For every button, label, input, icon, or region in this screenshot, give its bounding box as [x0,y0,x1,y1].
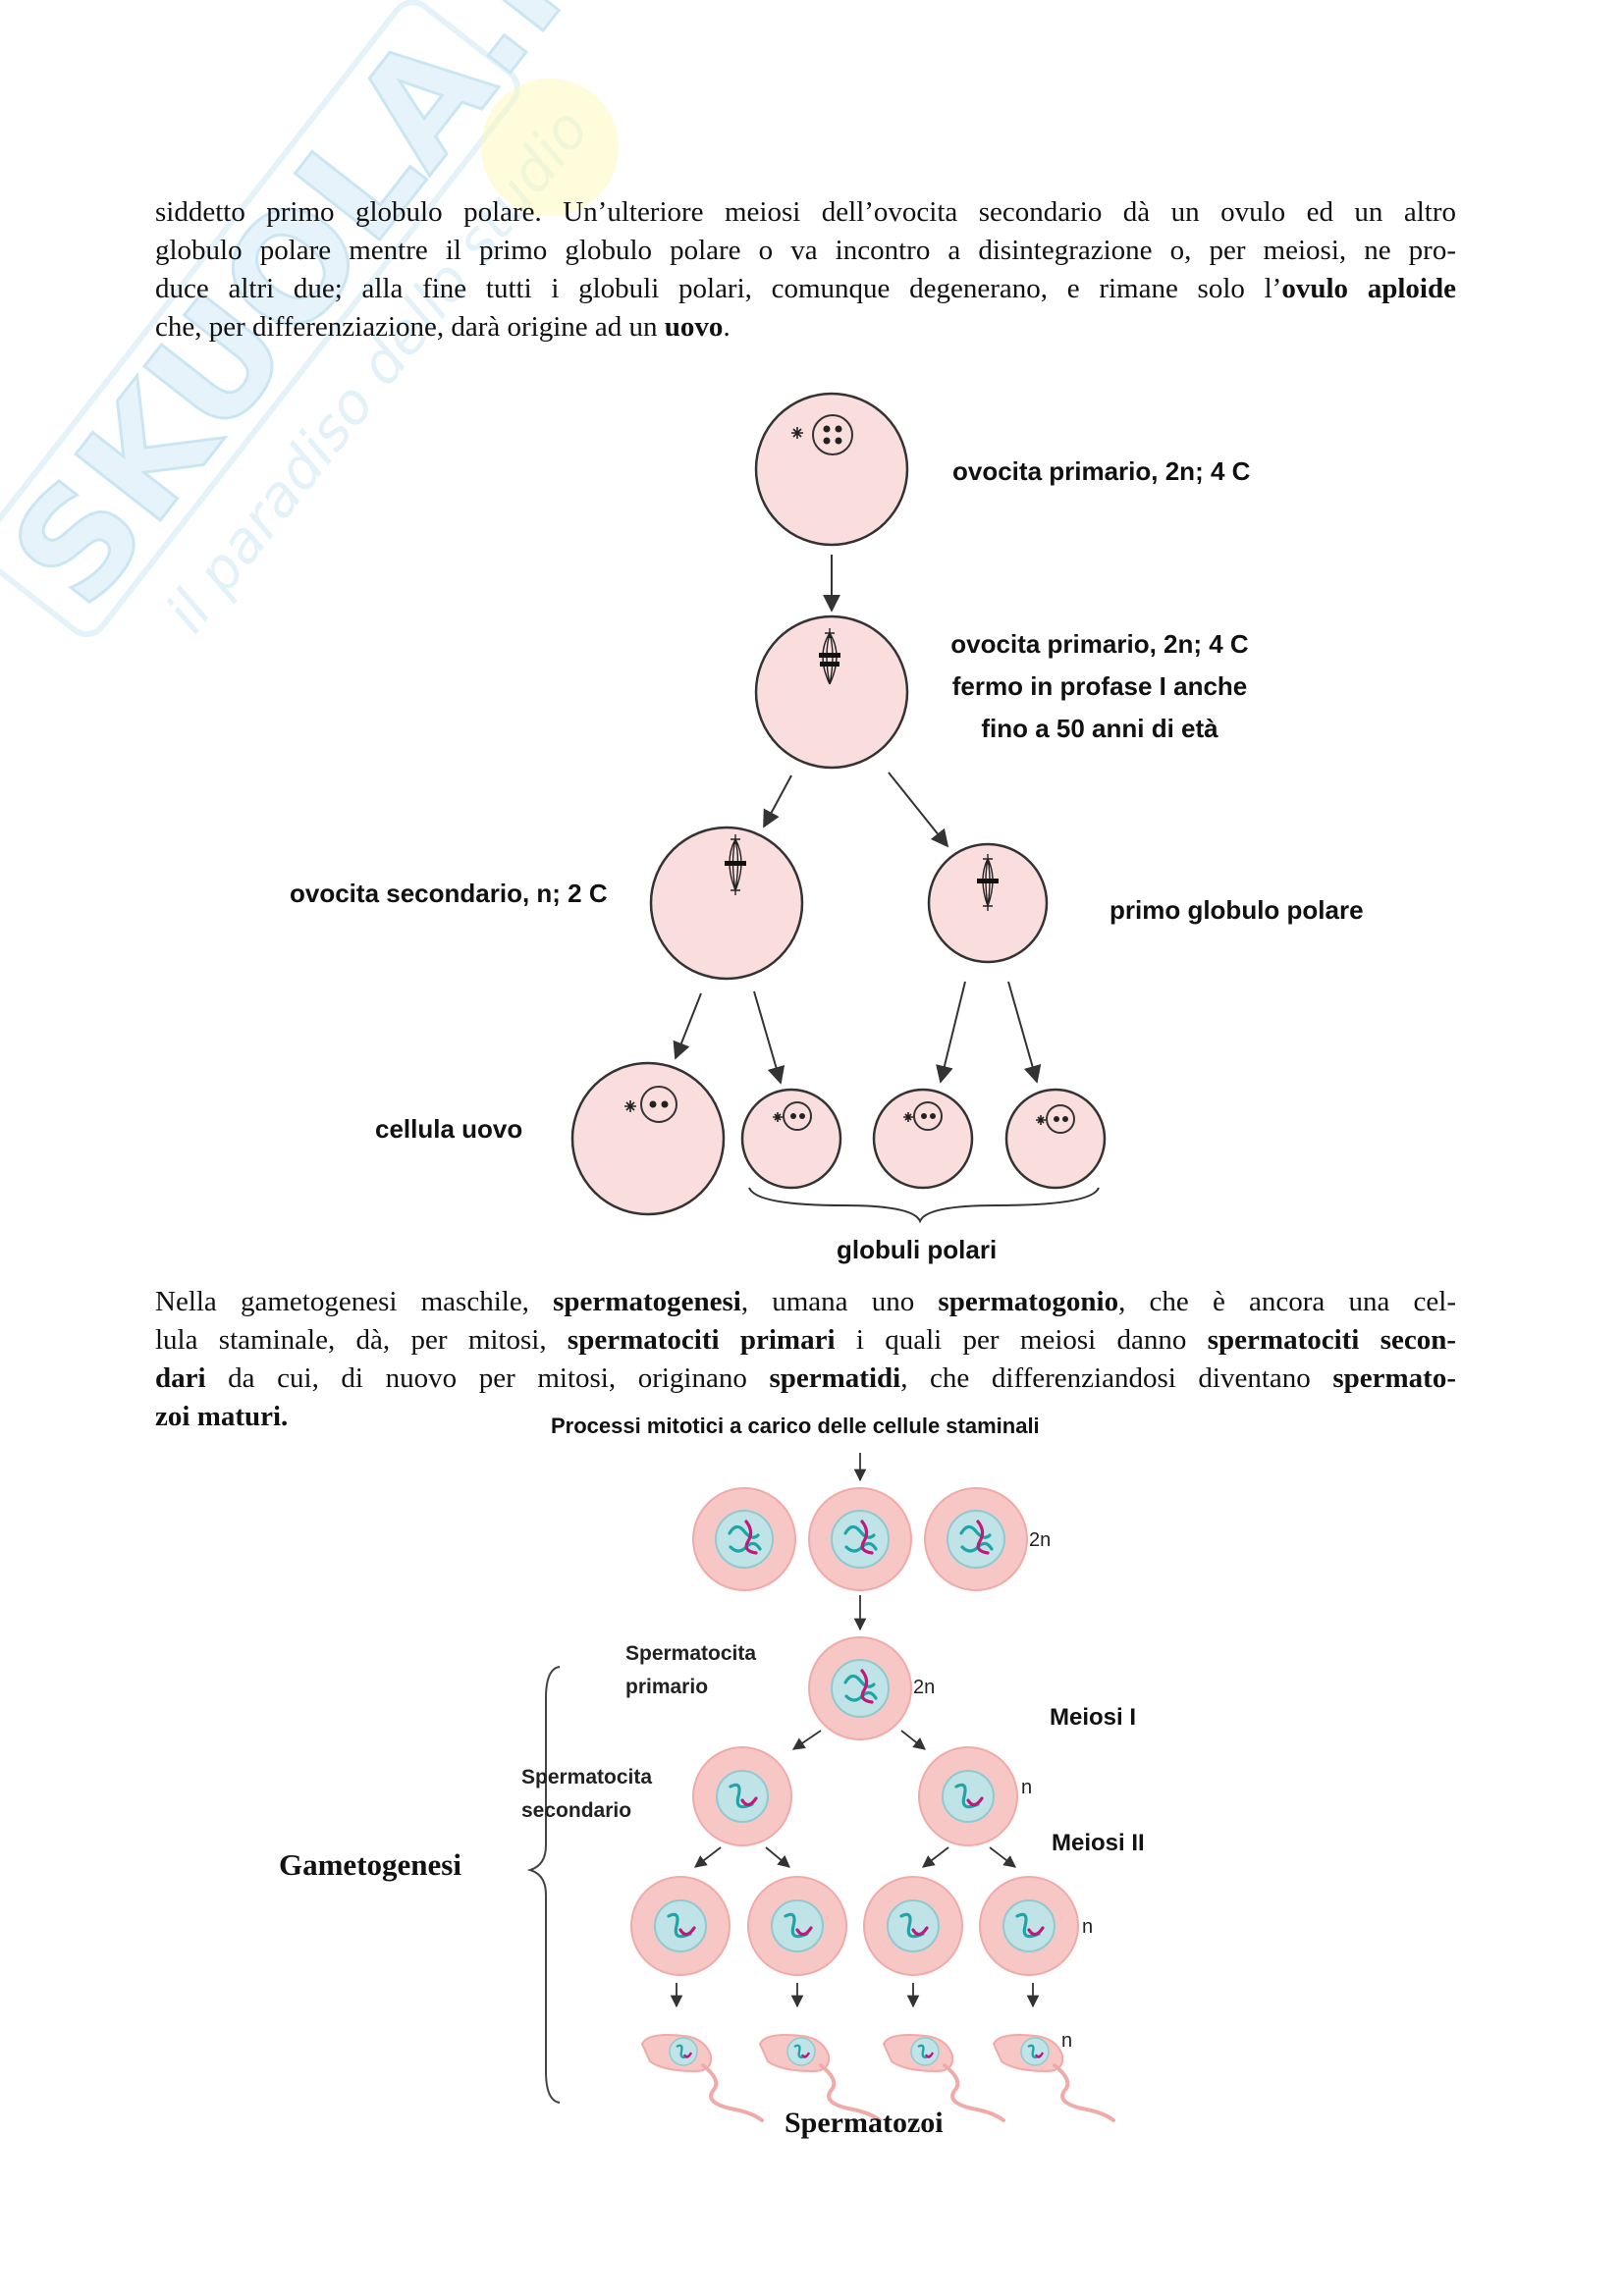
label-meiosis-1: Meiosi I [1050,1704,1137,1731]
label-ploidy-n-secondary: n [1021,1777,1033,1798]
intro-paragraph: siddetto primo globulo polare. Un’ulteri… [155,196,1456,343]
egg-cell [570,1061,726,1216]
spermatid-cell [746,1875,848,1977]
label-ploidy-2n-primary: 2n [913,1677,936,1698]
spermatid-cell [862,1875,964,1977]
polar-bodies-brace [748,1187,1100,1224]
label-primary-oocyte: ovocita primario, 2n; 4 C [952,456,1251,486]
label-stem-cell-mitosis: Processi mitotici a carico delle cellule… [551,1414,1040,1438]
label-ploidy-n-spermatid: n [1082,1916,1094,1938]
spermatozoon [640,2033,764,2122]
label-arrested-oocyte: ovocita primario, 2n; 4 C fermo in profa… [950,629,1249,743]
stem-cell [807,1486,913,1592]
stem-cell [923,1486,1029,1592]
spermatozoon [992,2033,1115,2122]
secondary-oocyte-cell [649,826,804,981]
spermatogenesis-paragraph: Nella gametogenesi maschile, spermatogen… [155,1286,1457,1432]
label-polar-bodies: globuli polari [837,1235,998,1264]
nucleus [812,414,853,455]
label-secondary-spermatocyte: Spermatocita secondario [521,1766,653,1822]
primary-oocyte-cell [754,392,909,547]
polar-body-cell [740,1088,842,1190]
label-primary-spermatocyte: Spermatocita primario [625,1642,757,1698]
spermatid-cell [978,1875,1080,1977]
stem-cell [691,1486,797,1592]
nucleus [640,1086,677,1123]
label-spermatozoa: Spermatozoi [785,2107,944,2139]
primary-spermatocyte-cell [807,1635,913,1741]
polar-body-cell [872,1088,974,1190]
label-ploidy-n-sperm: n [1061,2030,1073,2052]
gametogenesis-brace [526,1666,561,2104]
label-ploidy-2n: 2n [1029,1529,1052,1551]
nucleus [1046,1104,1075,1134]
nucleus [913,1101,943,1131]
oogenesis-diagram [570,392,1107,1224]
polar-body-cell [1004,1088,1107,1190]
secondary-spermatocyte-cell [691,1745,793,1847]
label-meiosis-2: Meiosi II [1052,1830,1145,1856]
watermark-logo: SKUOLA.net il paradiso dello studio [0,0,687,645]
term-uovo: uovo [664,311,724,343]
nucleus [783,1101,812,1131]
label-gametogenesis: Gametogenesi [279,1847,461,1882]
label-first-polar-body: primo globulo polare [1110,895,1364,925]
secondary-spermatocyte-cell [917,1745,1019,1847]
term-ovulo-aploide: ovulo aploide [1281,273,1456,304]
label-egg-cell: cellula uovo [375,1114,523,1144]
spermatid-cell [629,1875,731,1977]
arrested-oocyte-cell [754,614,909,770]
label-secondary-oocyte: ovocita secondario, n; 2 C [290,879,608,908]
